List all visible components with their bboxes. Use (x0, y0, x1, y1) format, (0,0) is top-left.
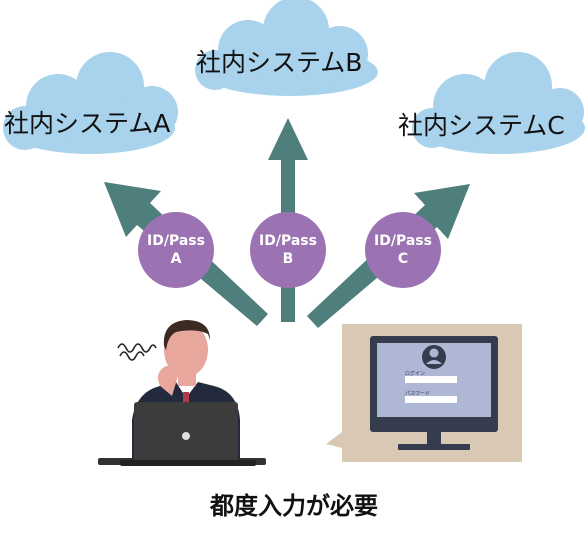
speech-bubble-login (326, 324, 522, 462)
badge-c-line2: C (397, 251, 409, 267)
cloud-b (195, 0, 378, 96)
badge-b-line1: ID/Pass (259, 233, 317, 249)
badge-a-line1: ID/Pass (147, 233, 205, 249)
badge-b-line2: B (282, 251, 294, 267)
idpass-badge-b: ID/Pass B (250, 212, 326, 288)
system-c-label: 社内システムC (398, 111, 565, 140)
system-b-label: 社内システムB (196, 48, 363, 77)
login-password-label: パスワード (405, 391, 431, 397)
diagram-caption: 都度入力が必要 (210, 492, 378, 520)
cloud-a (3, 52, 178, 154)
badge-c-line1: ID/Pass (374, 233, 432, 249)
system-a-label: 社内システムA (4, 109, 171, 138)
login-id-label: ログイン (405, 371, 426, 377)
badge-a-line2: A (170, 251, 182, 267)
idpass-badge-a: ID/Pass A (138, 212, 214, 288)
idpass-badge-c: ID/Pass C (365, 212, 441, 288)
worried-person-illustration (98, 320, 266, 466)
cloud-c (412, 52, 585, 154)
